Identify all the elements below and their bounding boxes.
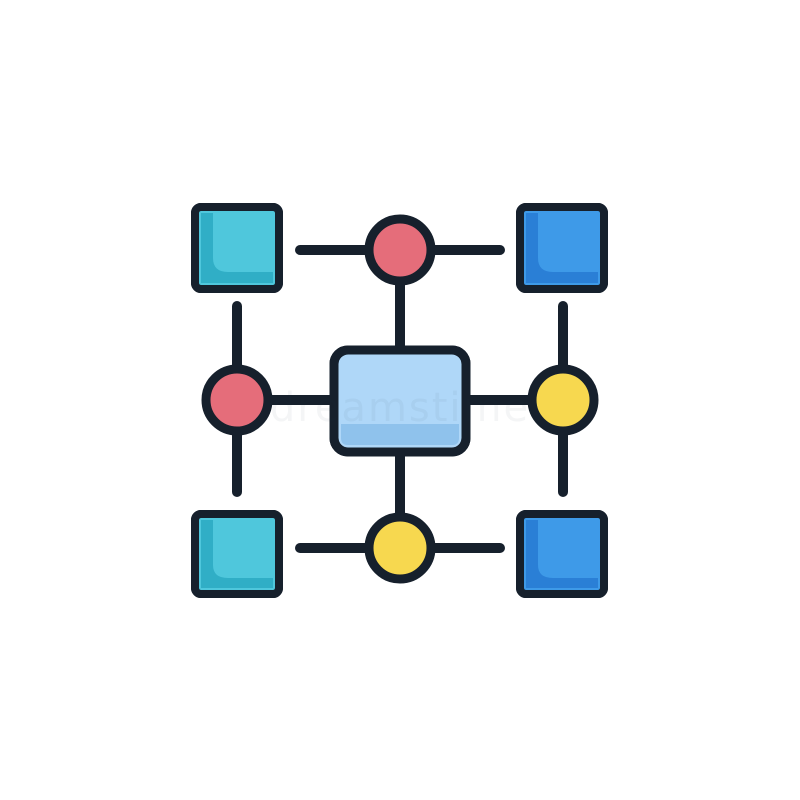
node-center-box [329,345,471,457]
node-square-bottom-left [191,510,283,598]
node-circles [201,214,599,584]
node-square-top-right [516,203,608,293]
node-square-bottom-right [516,510,608,598]
node-square-top-left [191,203,283,293]
connector-lines [232,245,568,553]
node-circle-bottom-yellow [364,512,436,584]
node-circle-right-yellow [527,364,599,436]
node-circle-left-red [201,364,273,436]
node-circle-top-red [364,214,436,286]
